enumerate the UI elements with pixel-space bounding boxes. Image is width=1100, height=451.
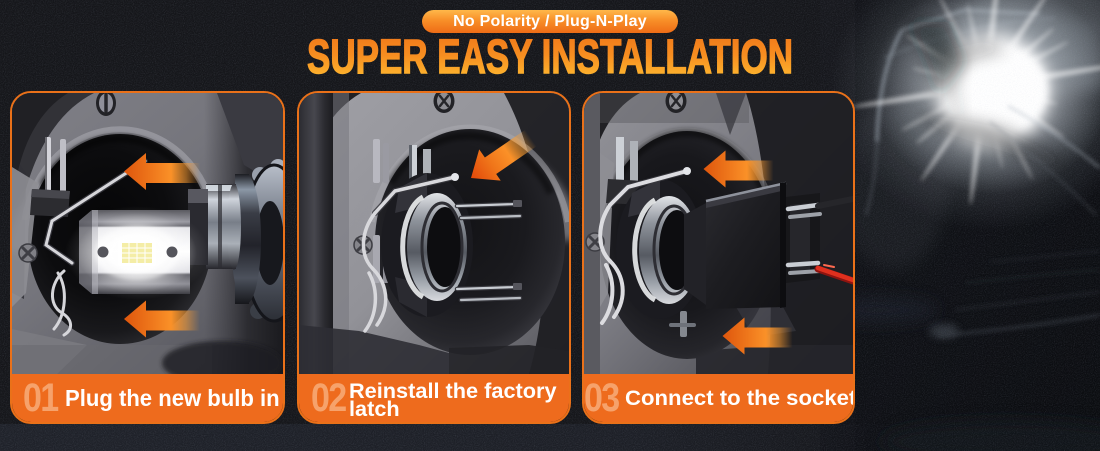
svg-text:SUPER EASY INSTALLATION: SUPER EASY INSTALLATION [307,31,793,84]
